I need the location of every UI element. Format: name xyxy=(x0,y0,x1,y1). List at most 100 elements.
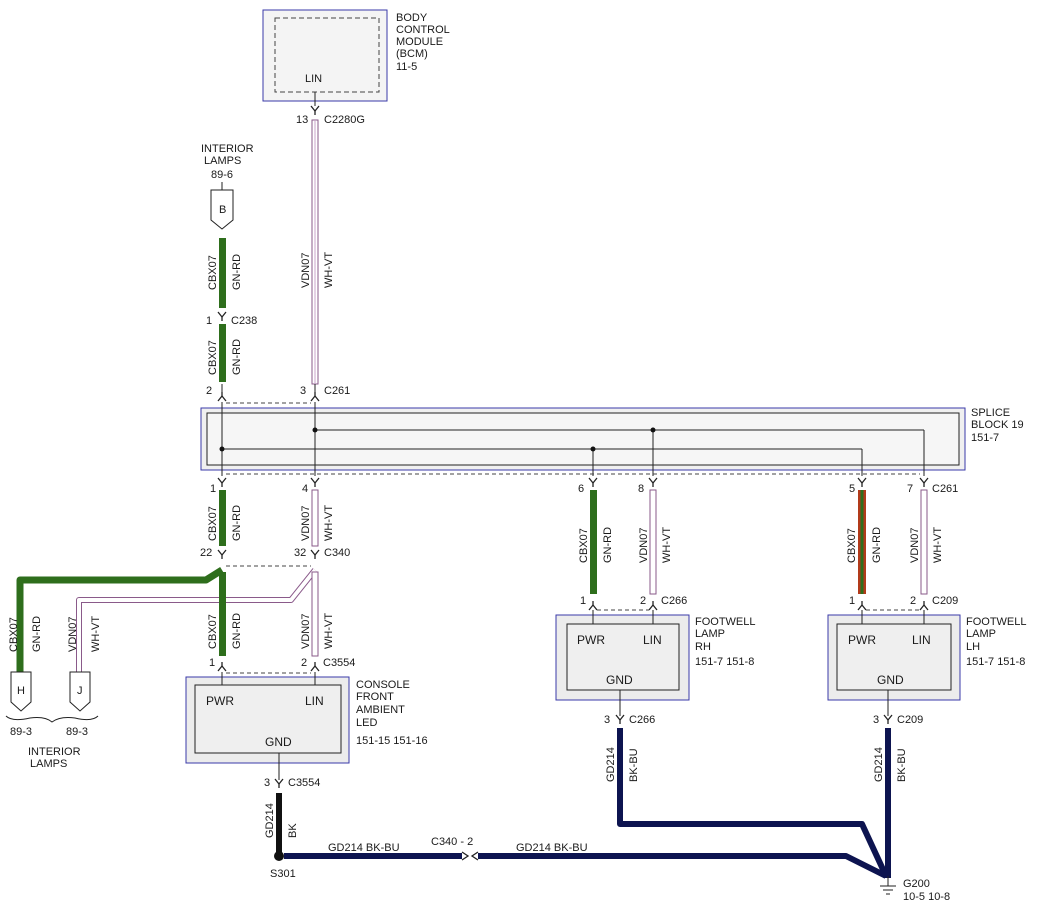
c209-gnd-pin: 3 xyxy=(873,714,879,726)
c261-pin2-arrow xyxy=(217,391,227,402)
wire-gd214-lh-g200 xyxy=(885,728,891,878)
sb-pin-8: 8 xyxy=(638,483,644,495)
console-gnd-label: GND xyxy=(265,735,292,749)
c3554-gnd-arrow xyxy=(274,778,284,789)
wire-label-bk: BK xyxy=(287,823,299,838)
console-title-2: FRONT xyxy=(356,691,394,703)
wire-label-whvt-rh: WH-VT xyxy=(661,527,673,563)
int-lamps-top-title-2: LAMPS xyxy=(204,155,241,167)
c266-label: C266 xyxy=(661,595,687,607)
rh-title-3: RH xyxy=(695,641,711,653)
console-title-3: AMBIENT xyxy=(356,704,405,716)
c238-label: C238 xyxy=(231,315,257,327)
wire-vdn07-branch-j xyxy=(76,568,318,675)
wire-label-whvt-j: WH-VT xyxy=(90,616,102,652)
splice-block-19 xyxy=(200,402,966,476)
inline-connector-label: C340 - 2 xyxy=(431,836,473,848)
c209-pin-b: 2 xyxy=(910,595,916,607)
wire-cbx07-c238-c261 xyxy=(219,324,226,382)
wire-label-cbx07-2: CBX07 xyxy=(207,340,219,375)
console-refs: 151-15 151-16 xyxy=(356,735,428,747)
lh-title-1: FOOTWELL xyxy=(966,616,1027,628)
bcm-lin-label: LIN xyxy=(305,73,322,85)
wire-cbx07-sb-c340 xyxy=(219,490,226,546)
wire-label-whvt-lh: WH-VT xyxy=(932,527,944,563)
c209-gnd-label: C209 xyxy=(897,714,923,726)
splice-title-1: SPLICE xyxy=(971,407,1010,419)
int-lamps-top-ref: 89-6 xyxy=(211,169,233,181)
lh-pwr-label: PWR xyxy=(848,633,876,647)
c266-gnd-pin: 3 xyxy=(604,714,610,726)
int-lamps-h-ref: 89-3 xyxy=(10,726,32,738)
sb-pin-7: 7 xyxy=(907,483,913,495)
console-pwr-label: PWR xyxy=(206,694,234,708)
rh-pwr-label: PWR xyxy=(577,633,605,647)
wire-vdn07-lh xyxy=(920,489,928,595)
sb-pin4-arrow xyxy=(310,477,320,488)
sb-pin-4: 4 xyxy=(302,483,308,495)
c340-pin22-arrow xyxy=(217,549,227,560)
wire-vdn07-bcm xyxy=(311,119,319,385)
bcm-module: LIN xyxy=(262,9,388,102)
wire-label-cbx07-rh: CBX07 xyxy=(578,528,590,563)
bcm-title-1: BODY xyxy=(396,12,428,24)
c261-pin-a: 2 xyxy=(206,385,212,397)
wire-label-gnrd-3: GN-RD xyxy=(231,505,243,541)
lh-lin-label: LIN xyxy=(912,633,931,647)
sb-pin8-arrow xyxy=(648,477,658,488)
c238-pin: 1 xyxy=(206,315,212,327)
wire-gd214-rh-g200 xyxy=(617,728,889,878)
lh-title-2: LAMP xyxy=(966,628,996,640)
wire-label-gnrd-lh: GN-RD xyxy=(871,527,883,563)
bcm-title-3: MODULE xyxy=(396,36,443,48)
c266-pin2-arrow xyxy=(648,600,658,611)
connector-tag-h-label: H xyxy=(17,685,25,697)
console-lin-label: LIN xyxy=(305,694,324,708)
wire-label-cbx07-1: CBX07 xyxy=(207,255,219,290)
c209-pin1-arrow xyxy=(857,600,867,611)
wire-label-gnrd-rh: GN-RD xyxy=(602,527,614,563)
wire-label-bkbu-lh: BK-BU xyxy=(896,748,908,782)
connector-tag-j xyxy=(69,671,91,712)
wire-vdn07-c340-c3554 xyxy=(311,571,319,657)
sb-pin1-arrow xyxy=(217,477,227,488)
c340-pin-a: 22 xyxy=(200,547,212,559)
wire-vdn07-sb-c340 xyxy=(311,489,319,547)
int-lamps-bottom-title-1: INTERIOR xyxy=(28,746,81,758)
lh-gnd-label: GND xyxy=(877,673,904,687)
wire-label-whvt-top: WH-VT xyxy=(323,252,335,288)
wire-label-vdn07-2: VDN07 xyxy=(300,506,312,541)
connector-tag-b xyxy=(210,189,234,230)
footwell-lamp-rh-module xyxy=(555,610,690,701)
rh-refs: 151-7 151-8 xyxy=(695,656,754,668)
wire-label-gd214-console: GD214 xyxy=(264,803,276,838)
sb-pin7-arrow xyxy=(919,477,929,488)
wire-label-cbx07-h: CBX07 xyxy=(8,617,20,652)
console-led-module xyxy=(185,672,350,764)
splice-s301-label: S301 xyxy=(270,868,296,880)
rh-title-2: LAMP xyxy=(695,628,725,640)
sb-pin5-arrow xyxy=(857,477,867,488)
inline-connector-c340-2 xyxy=(461,851,479,861)
connector-tag-b-label: B xyxy=(219,204,226,216)
bcm-title-5: 11-5 xyxy=(396,61,417,73)
wire-label-cbx07-lh: CBX07 xyxy=(846,528,858,563)
c3554-pin-b: 2 xyxy=(301,657,307,669)
rh-gnd-label: GND xyxy=(606,673,633,687)
wire-label-gd214-bkbu-1: GD214 BK-BU xyxy=(328,842,400,854)
c266-pin-a: 1 xyxy=(580,595,586,607)
ground-symbol-g200 xyxy=(880,876,896,895)
bcm-title-2: CONTROL xyxy=(396,24,450,36)
sb-pin-5: 5 xyxy=(849,483,855,495)
wire-label-gnrd-h: GN-RD xyxy=(31,616,43,652)
wire-label-vdn07-lh: VDN07 xyxy=(909,528,921,563)
c3554-label: C3554 xyxy=(323,657,355,669)
console-title-1: CONSOLE xyxy=(356,679,410,691)
c340-pin-b: 32 xyxy=(294,547,306,559)
c209-pin2-arrow xyxy=(919,600,929,611)
wire-label-gnrd-4: GN-RD xyxy=(231,613,243,649)
sb-pin6-arrow xyxy=(588,477,598,488)
sb-out-connector: C261 xyxy=(932,483,958,495)
sb-pin-1: 1 xyxy=(210,483,216,495)
